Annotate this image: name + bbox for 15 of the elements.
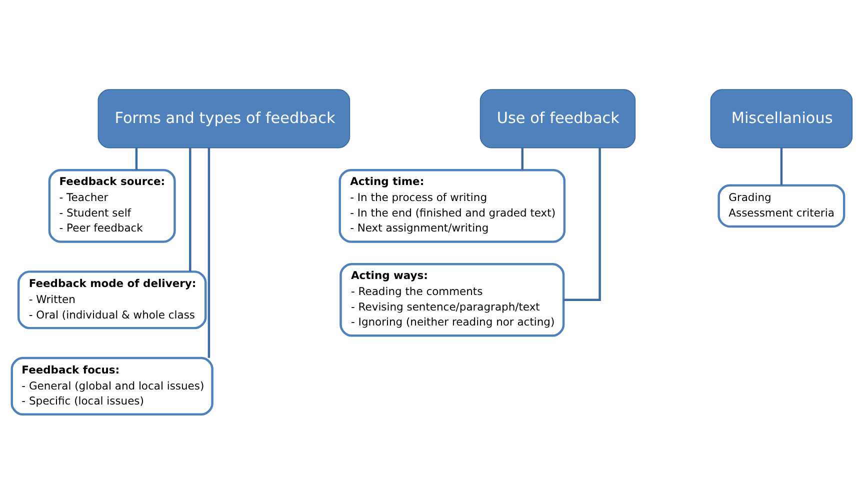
connector (208, 147, 210, 358)
node-box: Forms and types of feedback (98, 88, 350, 148)
node-box: Feedback mode of delivery: - Written - Oral (individual & whole class (17, 270, 207, 329)
node-box: Miscellanious (710, 88, 853, 148)
connector (521, 147, 524, 170)
connector (189, 147, 192, 271)
node-box: Use of feedback (480, 88, 636, 148)
node-box: Feedback focus: - General (global and local issues) - Specific (local issues) (10, 356, 214, 416)
connector (780, 147, 783, 185)
node-box: Feedback source: - Teacher - Student self - Peer feedback (48, 168, 176, 242)
node-box: Grading Assessment criteria (718, 184, 846, 228)
connector (564, 147, 601, 300)
node-box: Acting ways: - Reading the comments - Revising sentence/paragraph/text - Ignoring (neither reading nor acting) (340, 262, 565, 336)
node-box: Acting time: - In the process of writing - In the end (finished and graded text) - Next assignment/writing (338, 168, 566, 242)
connector (135, 147, 138, 170)
